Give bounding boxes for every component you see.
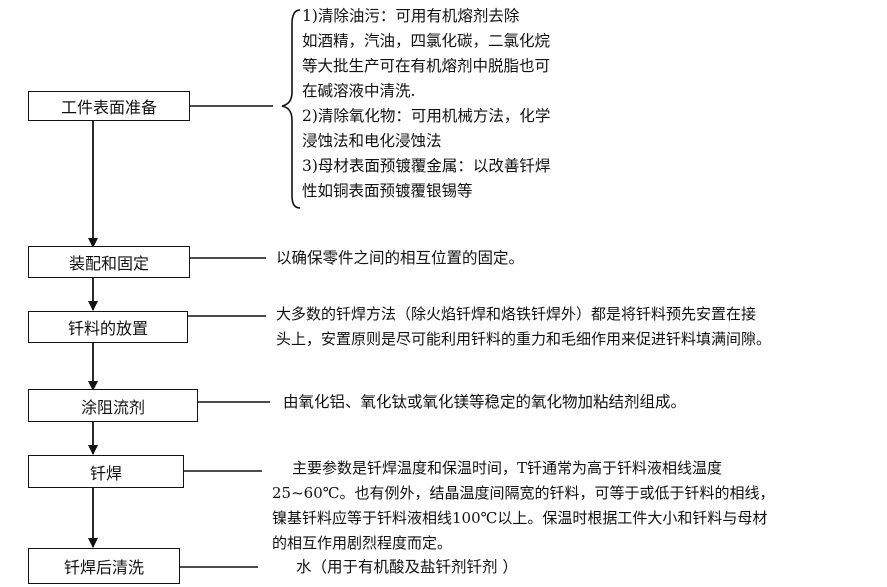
step-post-cleaning: 钎焊后清洗 [28,548,180,584]
step-label: 钎焊后清洗 [63,558,144,577]
step-assembly-fixing: 装配和固定 [28,246,190,278]
desc-line: 浸蚀法和电化浸蚀法 [302,132,442,150]
step-label: 钎料的放置 [67,319,148,338]
desc-line: 水（用于有机酸及盐钎剂钎剂 ） [296,558,518,576]
desc-stop-off: 由氧化铝、氧化钛或氧化镁等稳定的氧化物加粘结剂组成。 [283,390,686,415]
desc-line: 1)清除油污：可用有机熔剂去除 [302,7,520,25]
desc-line: 如酒精，汽油，四氯化碳，二氯化烷 [302,32,551,50]
desc-line: 在碱溶液中清洗. [302,82,416,100]
desc-line: 头上，安置原则是尽可能利用钎料的重力和毛细作用来促进钎料填满间隙。 [276,330,772,348]
step-surface-prep: 工件表面准备 [28,91,190,121]
desc-line: 主要参数是钎焊温度和保温时间，T钎通常为高于钎料液相线温度 [292,459,723,477]
desc-brazing: 主要参数是钎焊温度和保温时间，T钎通常为高于钎料液相线温度 25~60℃。也有例… [272,456,775,556]
desc-placement: 大多数的钎焊方法（除火焰钎焊和烙铁钎焊外）都是将钎料预先安置在接 头上，安置原则… [276,302,771,352]
desc-line: 等大批生产可在有机熔剂中脱脂也可 [302,57,551,75]
desc-surface-prep: 1)清除油污：可用有机熔剂去除 如酒精，汽油，四氯化碳，二氯化烷 等大批生产可在… [302,4,550,204]
step-stop-off-coating: 涂阻流剂 [28,389,198,422]
curly-brace [281,9,301,209]
desc-line: 的相互作用剧烈程度而定。 [272,534,453,552]
desc-line: 性如铜表面预镀覆银锡等 [302,182,473,200]
step-label: 工件表面准备 [60,98,157,117]
desc-cleaning: 水（用于有机酸及盐钎剂钎剂 ） [296,555,518,580]
step-brazing: 钎焊 [28,455,184,488]
desc-line: 大多数的钎焊方法（除火焰钎焊和烙铁钎焊外）都是将钎料预先安置在接 [276,305,757,323]
desc-line: 镍基钎料应等于钎料液相线100℃以上。保温时根据工件大小和钎料与母材 [272,509,768,527]
step-label: 钎焊 [89,463,122,483]
step-filler-placement: 钎料的放置 [28,311,188,343]
desc-line: 以确保零件之间的相互位置的固定。 [276,249,525,267]
desc-line: 3)母材表面预镀覆金属：以改善钎焊 [302,157,551,175]
desc-line: 25~60℃。也有例外，结晶温度间隔宽的钎料，可等于或低于钎料的相线， [272,484,775,502]
step-label: 装配和固定 [68,254,149,273]
step-label: 涂阻流剂 [80,397,145,417]
desc-line: 由氧化铝、氧化钛或氧化镁等稳定的氧化物加粘结剂组成。 [283,393,687,411]
desc-assembly: 以确保零件之间的相互位置的固定。 [276,246,524,271]
desc-line: 2)清除氧化物：可用机械方法，化学 [302,107,551,125]
